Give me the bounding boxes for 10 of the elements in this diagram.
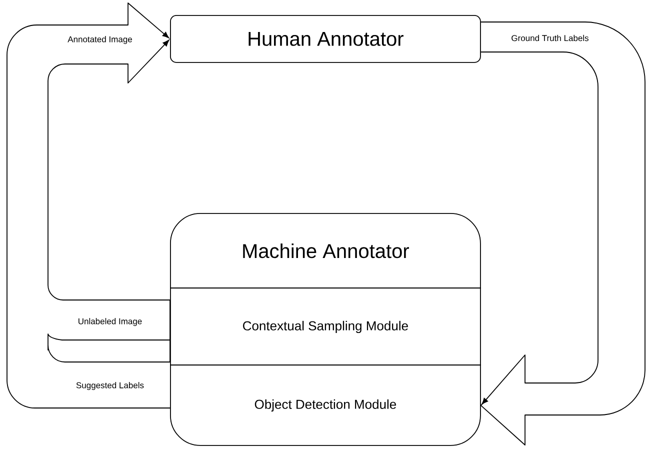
flow-label: Annotated Image xyxy=(68,36,132,44)
edge-label: Unlabeled Image xyxy=(78,318,142,326)
module-section: Object Detection Module xyxy=(170,364,482,412)
process-box: Human Annotator xyxy=(170,15,481,63)
hollow-arrow xyxy=(48,40,170,362)
hollow-arrow xyxy=(6,2,170,408)
hollow-arrow xyxy=(480,22,646,446)
edge-label: Suggested Labels xyxy=(76,382,144,390)
edge-label: Ground Truth Labels xyxy=(512,34,588,42)
module-section: Contextual Sampling Module xyxy=(170,288,482,333)
